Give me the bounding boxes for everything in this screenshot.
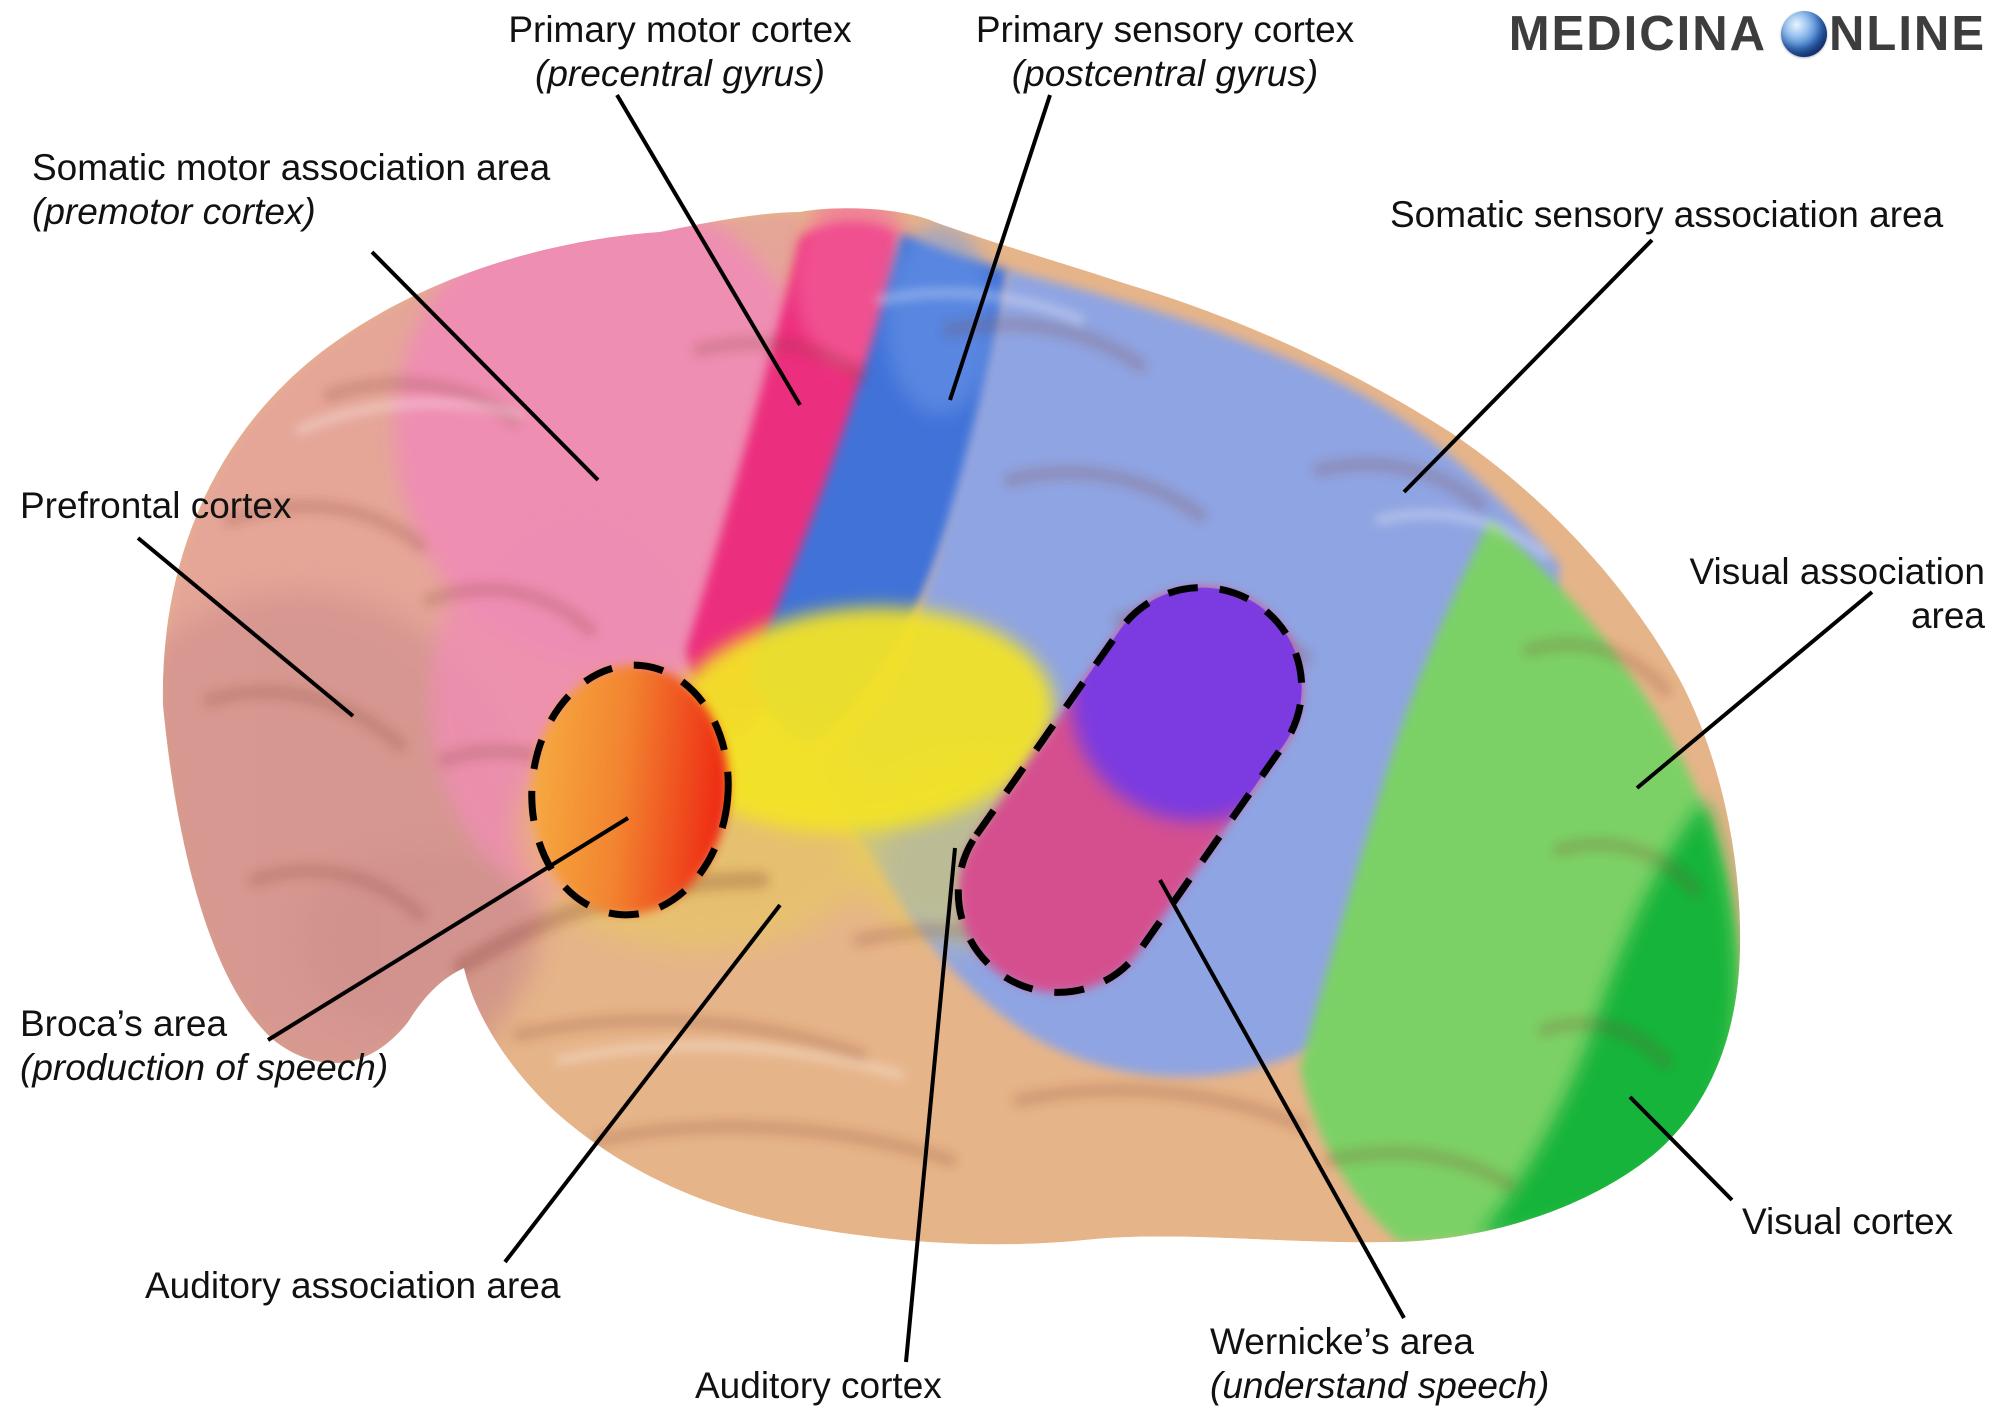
label-auditory-cortex: Auditory cortex [695,1364,942,1408]
region-broca-area [528,661,732,919]
label-visual-association-area: Visual association area [1585,550,1986,637]
label-title: Auditory cortex [695,1365,942,1406]
region-visual-cortex [1478,800,1737,1238]
leader-line-wernicke [1158,879,1406,1319]
label-title: Somatic motor association area [32,147,551,188]
logo-online-text: NLINE [1829,7,1986,61]
wernicke-dashed-outline [954,584,1306,996]
label-somatic-motor-association: Somatic motor association area (premotor… [32,146,550,233]
label-auditory-association-area: Auditory association area [145,1264,560,1308]
label-title-line2: area [1910,594,1985,636]
globe-icon [1781,11,1827,57]
leader-line-somatic-sensory [1402,238,1654,494]
label-title: Visual association [1689,551,1986,592]
leader-line-primary-motor [615,93,802,407]
label-subtitle: (postcentral gyrus) [1011,52,1319,94]
label-title: Primary motor cortex [508,9,852,50]
label-title: Prefrontal cortex [20,485,292,526]
region-wernicke-area [954,571,1321,996]
label-title: Auditory association area [145,1265,561,1306]
leader-line-auditory-cortex [904,847,957,1363]
label-primary-motor-cortex: Primary motor cortex (precentral gyrus) [380,8,980,95]
leader-line-somatic-motor [370,250,600,482]
leader-lines [136,93,1874,1363]
label-broca-area: Broca’s area (production of speech) [20,1002,388,1089]
region-auditory-cortex [665,607,1055,833]
label-title: Broca’s area [20,1003,228,1044]
leader-line-primary-sensory [948,94,1052,401]
label-subtitle: (understand speech) [1210,1364,1550,1406]
region-primary-sensory-highlight [885,225,995,415]
logo-medicina-text: MEDICINA [1508,7,1767,61]
label-prefrontal-cortex: Prefrontal cortex [20,484,291,528]
leader-line-prefrontal [136,536,355,718]
label-title: Primary sensory cortex [975,9,1355,50]
leader-line-broca [266,816,630,1042]
medicina-online-logo: MEDICINA NLINE [1509,6,1986,62]
leader-line-auditory-association [503,903,782,1264]
leader-line-visual-association [1635,590,1874,790]
label-subtitle: (precentral gyrus) [535,52,825,94]
label-title: Somatic sensory association area [1390,194,1944,235]
label-wernicke-area: Wernicke’s area (understand speech) [1210,1320,1549,1407]
leader-line-visual-cortex [1628,1095,1734,1202]
label-primary-sensory-cortex: Primary sensory cortex (postcentral gyru… [865,8,1465,95]
sulci-lines [203,317,1702,1192]
label-title: Wernicke’s area [1210,1321,1474,1362]
label-visual-cortex: Visual cortex [1742,1200,1953,1244]
label-subtitle: (premotor cortex) [32,190,316,232]
label-title: Visual cortex [1742,1201,1954,1242]
label-subtitle: (production of speech) [20,1046,389,1088]
broca-dashed-outline [528,661,732,919]
label-somatic-sensory-association: Somatic sensory association area [1390,193,1943,237]
